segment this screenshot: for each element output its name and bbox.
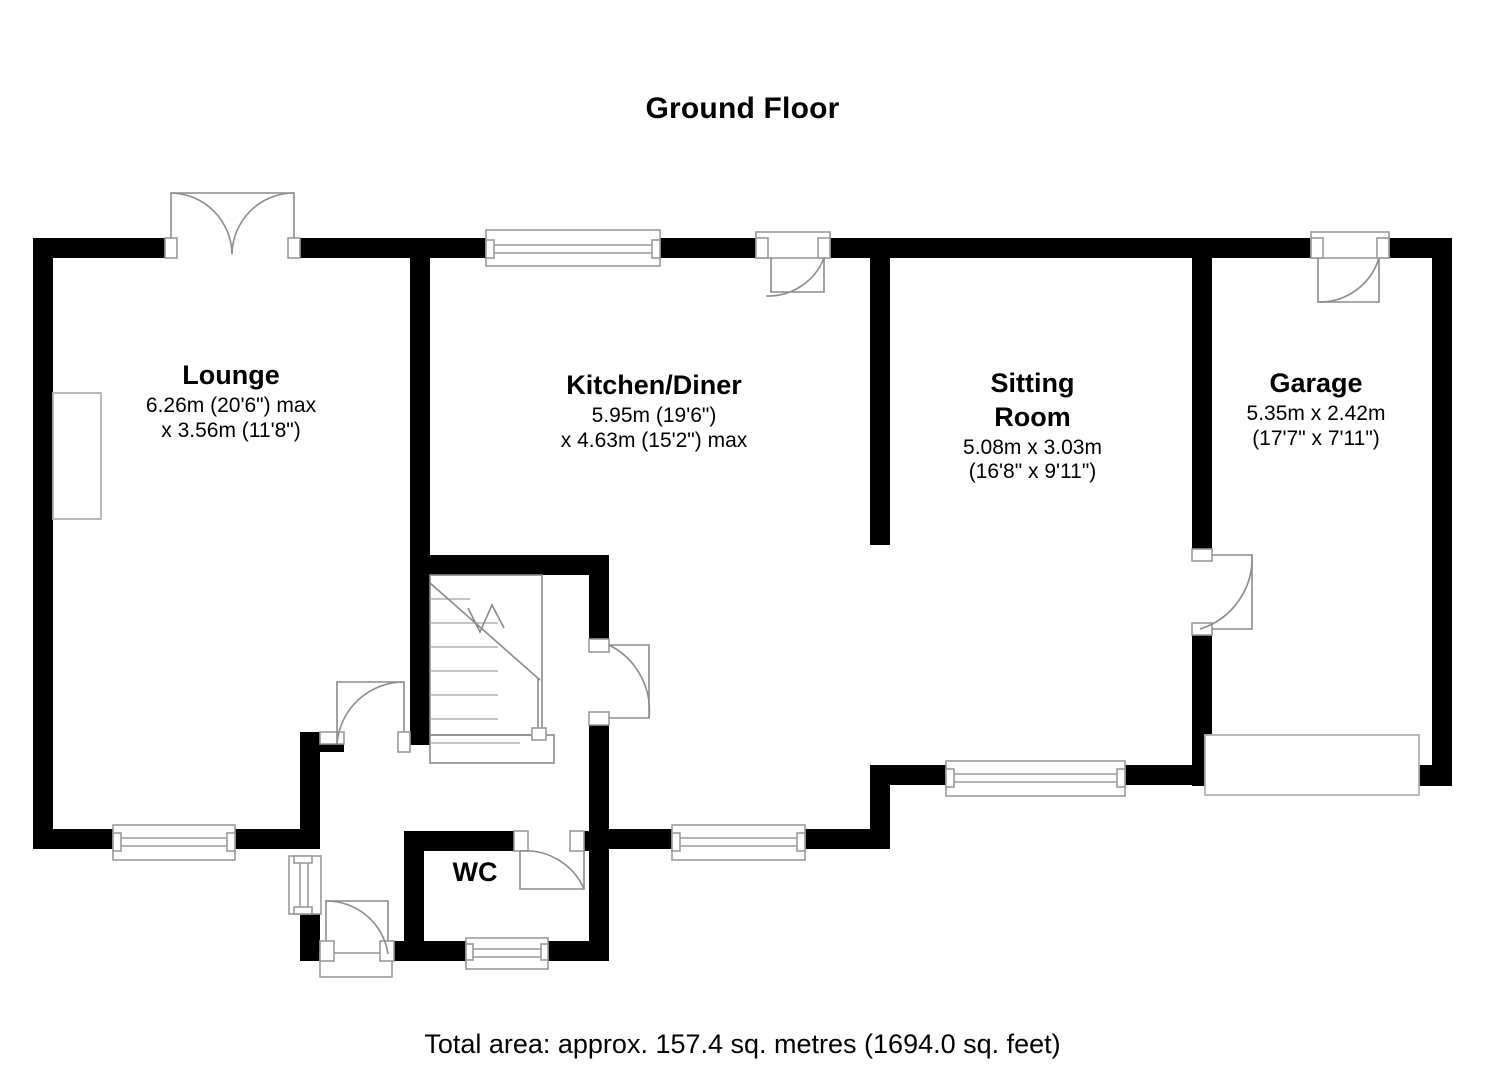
total-area-text: Total area: approx. 157.4 sq. metres (16… — [424, 1029, 1061, 1059]
room-name-kitchen-diner: Kitchen/Diner — [566, 370, 742, 400]
room-dim-sitting-1: 5.08m x 3.03m — [963, 435, 1102, 459]
room-dim-lounge-1: 6.26m (20'6") max — [145, 393, 317, 417]
window-sitting-bottom — [945, 760, 1126, 797]
interior-walls — [320, 248, 1212, 961]
room-name-garage: Garage — [1269, 368, 1363, 398]
page-title: Ground Floor — [645, 92, 840, 125]
door-wc[interactable] — [513, 830, 585, 890]
room-label-lounge: Lounge 6.26m (20'6") max x 3.56m (11'8") — [96, 360, 366, 443]
room-dim-kitchen-1: 5.95m (19'6") — [591, 403, 717, 427]
lounge-wall-recess — [52, 392, 102, 520]
window-kitchen-top — [485, 229, 661, 267]
room-dim-sitting-2: (16'8" x 9'11") — [968, 460, 1097, 484]
room-name-lounge: Lounge — [182, 360, 280, 390]
room-label-kitchen-diner: Kitchen/Diner 5.95m (19'6") x 4.63m (15'… — [510, 370, 798, 453]
door-kitchen-entry[interactable] — [755, 231, 831, 297]
room-name-sitting-room-line2: Room — [994, 401, 1071, 432]
door-entrance[interactable] — [319, 900, 395, 978]
room-name-wc: WC — [452, 857, 498, 887]
door-garage-top[interactable] — [1310, 231, 1390, 303]
door-sitting-to-garage[interactable] — [1191, 548, 1253, 636]
door-hall-left[interactable] — [319, 681, 411, 753]
window-wc-bottom — [465, 937, 549, 970]
room-label-wc: WC — [420, 857, 530, 891]
window-hall-left — [288, 855, 322, 915]
room-name-sitting-room: Sitting — [990, 368, 1075, 398]
room-dim-lounge-2: x 3.56m (11'8") — [161, 418, 301, 442]
room-label-sitting-room: Sitting Room 5.08m x 3.03m (16'8" x 9'11… — [930, 368, 1135, 485]
room-label-garage: Garage 5.35m x 2.42m (17'7" x 7'11") — [1216, 368, 1416, 451]
french-doors-lounge[interactable] — [164, 192, 301, 259]
door-hall-to-kitchen[interactable] — [588, 638, 651, 726]
staircase — [429, 574, 555, 764]
room-dim-garage-2: (17'7" x 7'11") — [1252, 426, 1380, 450]
room-dim-garage-1: 5.35m x 2.42m — [1246, 401, 1386, 425]
room-dim-kitchen-2: x 4.63m (15'2") max — [560, 428, 748, 452]
window-lounge-bottom — [112, 824, 236, 861]
window-kitchen-bottom — [671, 824, 806, 861]
garage-vehicle-door — [1204, 734, 1420, 796]
